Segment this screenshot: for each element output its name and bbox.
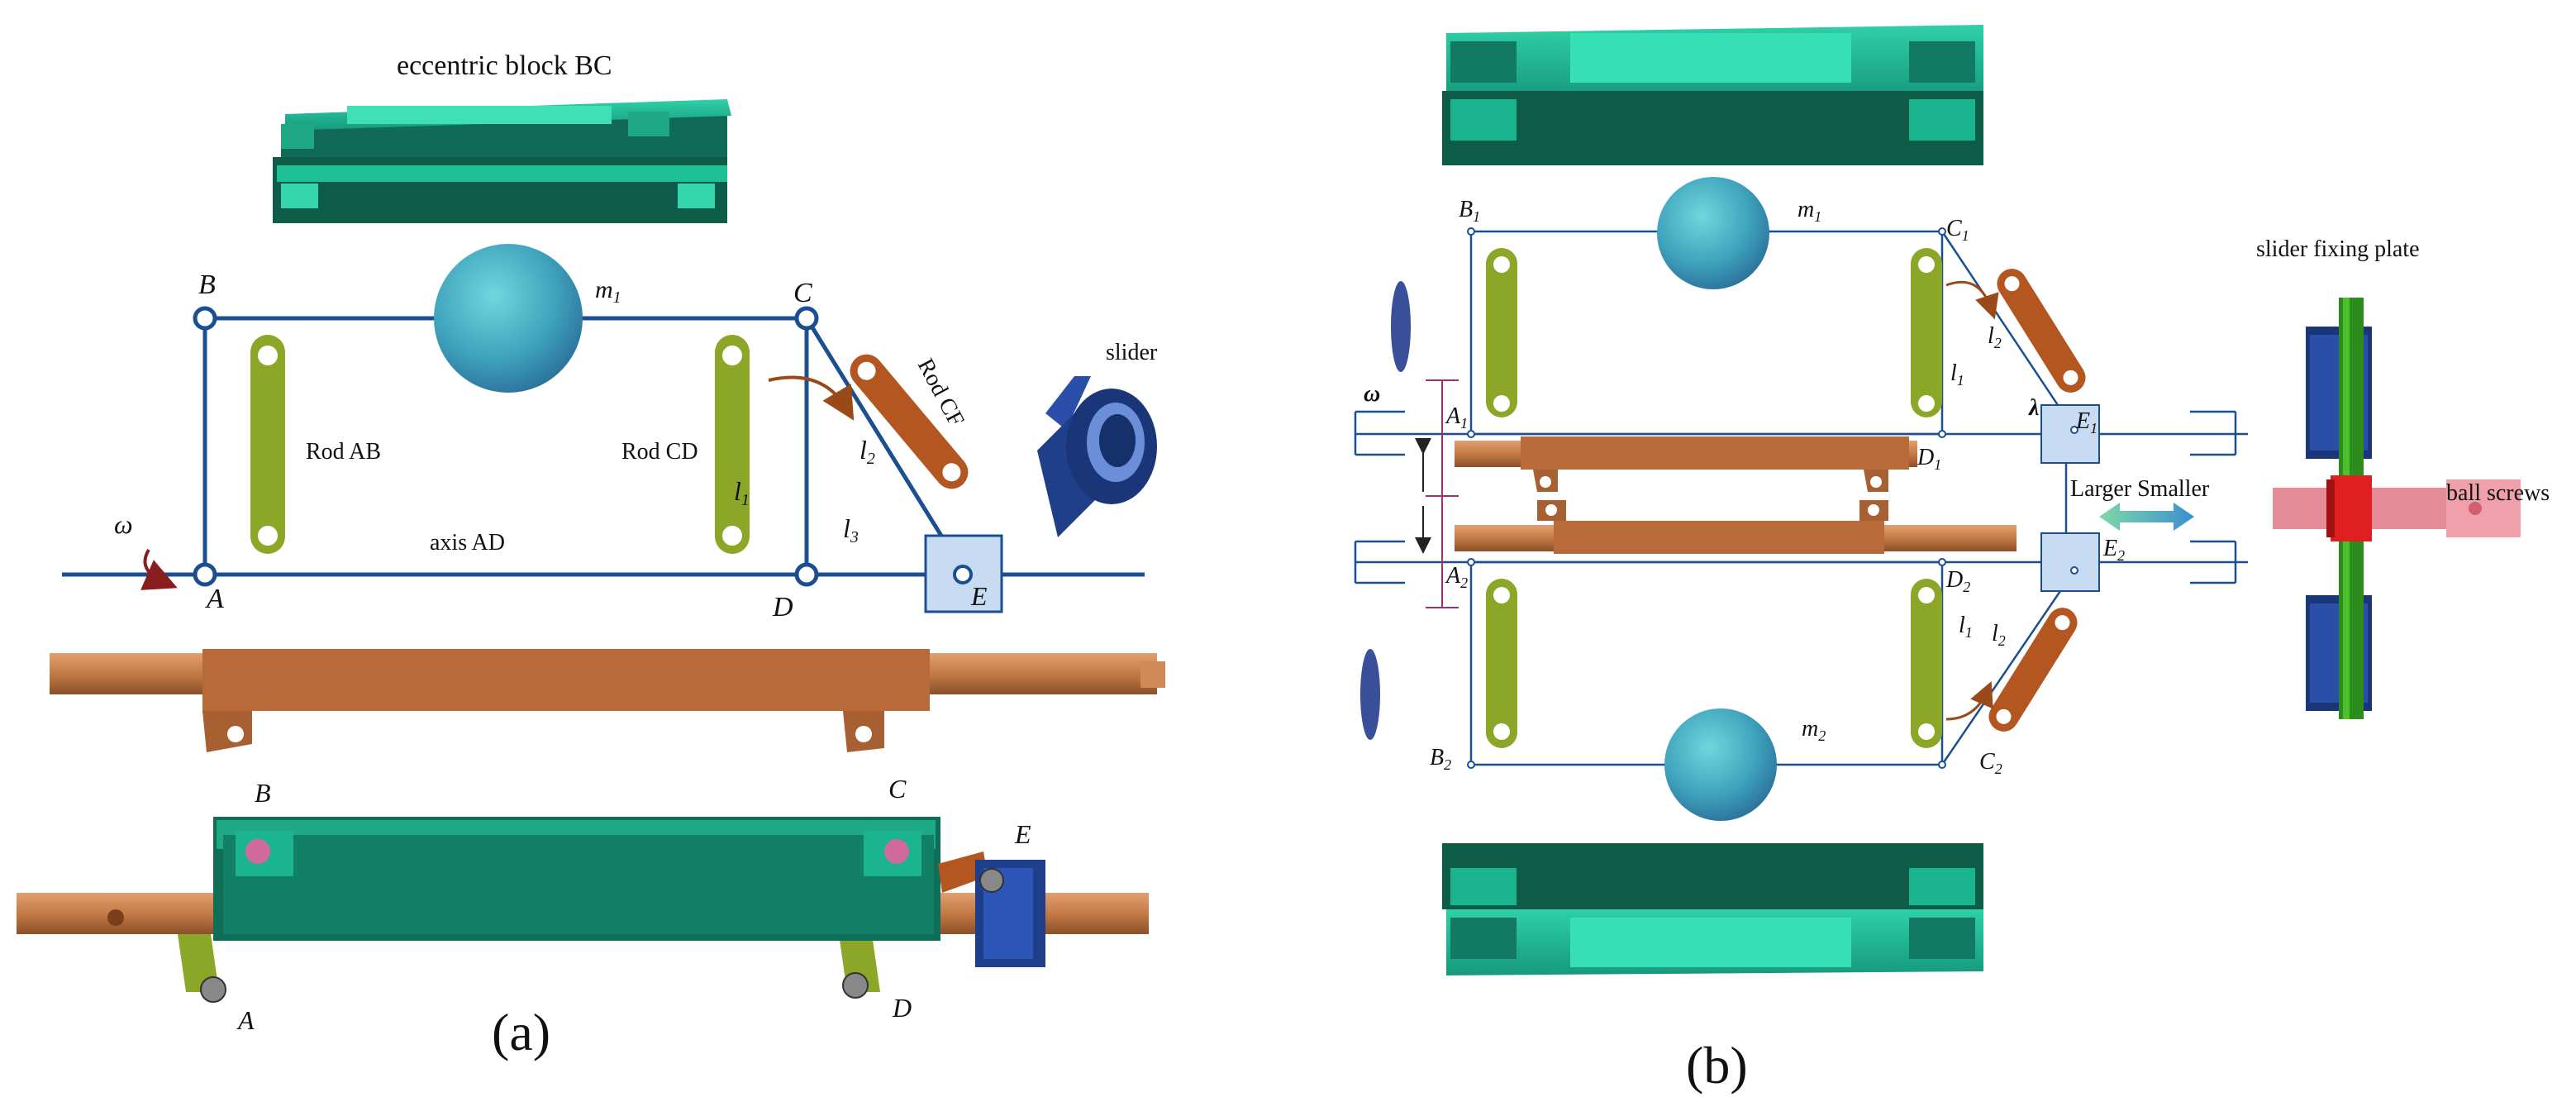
label-l1: l1: [734, 476, 750, 509]
rod-ab-part: [250, 335, 285, 554]
label-m1-b: m1: [1797, 197, 1821, 225]
slider-box-e1: [2040, 404, 2100, 464]
ball-screws-label: ball screws: [2446, 480, 2550, 506]
slider-label: slider: [1106, 340, 1158, 365]
label-D: D: [772, 592, 793, 622]
asm-label-E: E: [1014, 819, 1031, 849]
label-e2: E2: [2102, 536, 2125, 564]
label-l2-top: l2: [1988, 323, 2002, 351]
asm-label-D: D: [892, 993, 912, 1023]
slider-box-e2: [2040, 532, 2100, 592]
mass-ball-m1-b: [1657, 177, 1769, 289]
mass-ball-m2-b: [1664, 708, 1777, 821]
axis-label: axis AD: [430, 530, 505, 556]
label-A: A: [205, 584, 224, 614]
eccentric-block-b-top: [1442, 25, 1983, 165]
rods-cf-b: [1988, 269, 2086, 732]
label-l1-top: l1: [1950, 360, 1964, 389]
label-b2: B2: [1430, 745, 1451, 773]
assembly-a: [17, 817, 1149, 1003]
shaft-a: [50, 649, 1165, 752]
dimension-marks-b: [1426, 379, 1459, 608]
label-l2: l2: [859, 435, 875, 468]
panel-b: Larger Smaller slider fixing plate ball …: [1354, 25, 2550, 1095]
omega-arrow-a: [140, 548, 178, 590]
joints-a: [193, 306, 819, 587]
shafts-b: [1455, 436, 2017, 554]
rotation-arrow-b-bottom: [1945, 680, 1993, 721]
larger-smaller-label: Larger Smaller: [2070, 476, 2210, 502]
rod-cd-part: [715, 335, 750, 554]
asm-label-B: B: [255, 778, 271, 808]
panel-a: eccentric block BC m1: [17, 50, 1165, 1061]
label-m2-b: m2: [1802, 716, 1826, 744]
eccentric-block-title: eccentric block BC: [397, 50, 612, 81]
asm-label-C: C: [888, 774, 907, 804]
label-d1: D1: [1917, 445, 1941, 473]
mass-ball-m1: [434, 244, 583, 393]
slider-box-e: [924, 534, 1003, 613]
label-b1: B1: [1459, 197, 1480, 225]
disc-bottom: [1360, 649, 1380, 740]
label-m1: m1: [595, 276, 621, 307]
slider-3d: [1037, 376, 1157, 537]
rotation-arrow-cf: [768, 375, 855, 421]
omega-label-a: ω: [114, 509, 133, 539]
ball-screw-assembly: [2273, 298, 2521, 719]
caption-b: (b): [1686, 1036, 1748, 1095]
joints-b: [1467, 227, 2078, 769]
rods-b: [1486, 248, 1942, 748]
label-lambda: λ: [2028, 395, 2039, 421]
label-a2: A2: [1445, 563, 1468, 591]
label-B: B: [198, 269, 216, 300]
rod-ab-label: Rod AB: [306, 439, 381, 465]
caption-a: (a): [492, 1003, 550, 1061]
label-l1-bottom: l1: [1959, 613, 1973, 641]
rod-cd-label: Rod CD: [621, 439, 698, 465]
slider-fixing-plate-label: slider fixing plate: [2256, 236, 2420, 262]
joint-e: [953, 565, 973, 584]
eccentric-block-b-bottom: [1442, 843, 1983, 975]
asm-label-A: A: [236, 1005, 255, 1035]
label-c1: C1: [1946, 216, 1969, 244]
eccentric-block-a: [273, 99, 731, 223]
larger-smaller-arrow: [2099, 503, 2194, 531]
label-l3: l3: [843, 513, 859, 546]
label-C: C: [793, 278, 812, 308]
label-d2: D2: [1945, 567, 1970, 595]
rod-cf-part: [850, 354, 969, 489]
label-a1: A1: [1445, 403, 1468, 432]
label-e1: E1: [2075, 408, 2097, 436]
label-E: E: [970, 581, 988, 611]
disc-top: [1391, 281, 1411, 372]
rotation-arrow-b-top: [1945, 280, 1999, 320]
label-l2-bottom: l2: [1992, 621, 2006, 649]
label-c2: C2: [1979, 749, 2002, 777]
omega-label-b: ω: [1364, 381, 1380, 407]
